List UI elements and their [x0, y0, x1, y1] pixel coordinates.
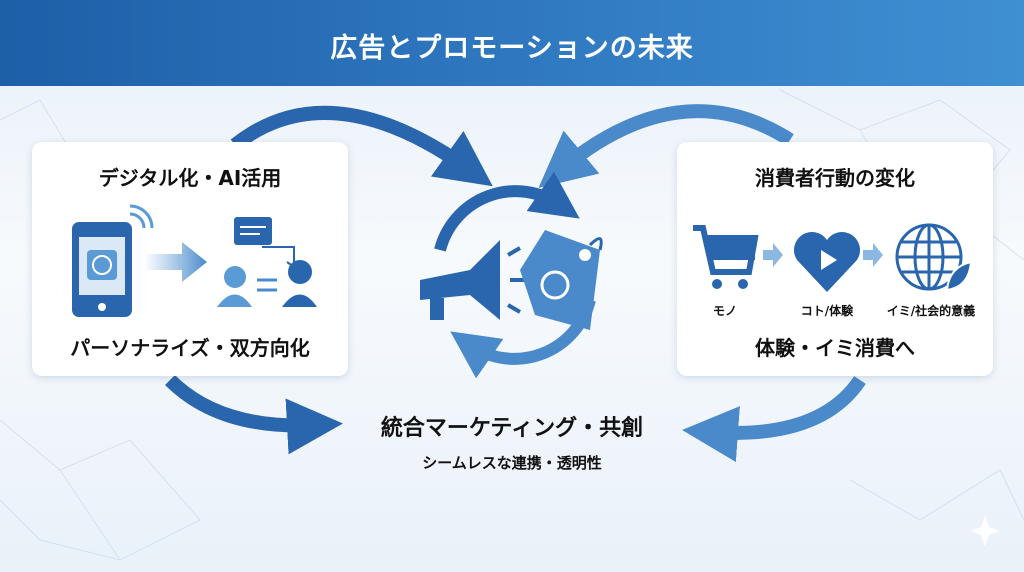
arrow-right-icon	[763, 243, 783, 267]
step-label: イミ/社会的意義	[886, 304, 976, 318]
center-title: 統合マーケティング・共創	[380, 416, 644, 441]
heart-play-icon	[793, 231, 861, 292]
arrow-bottom-left	[165, 374, 343, 455]
card-footer: 体験・イミ消費へ	[755, 336, 915, 360]
wifi-icon	[129, 204, 154, 229]
arrow-right-icon	[144, 242, 207, 282]
arrow-top-left	[230, 105, 493, 187]
price-tag-icon	[520, 230, 603, 330]
two-way-communication-icon	[217, 217, 317, 307]
card-footer: パーソナライズ・双方向化	[70, 336, 310, 360]
card-consumer-behavior: 消費者行動の変化 モノ コト/体験 イミ/社会的意義 体験・イミ消費へ	[677, 142, 993, 376]
title-bar: 広告とプロモーションの未来	[0, 0, 1024, 86]
step-label: モノ	[712, 304, 737, 318]
center-subtitle: シームレスな連携・透明性	[422, 454, 602, 472]
shopping-cart-icon	[693, 225, 759, 289]
globe-leaf-icon	[895, 223, 973, 292]
arrow-top-right	[538, 104, 794, 188]
page-title: 広告とプロモーションの未来	[330, 33, 694, 64]
card-heading: デジタル化・AI活用	[98, 166, 282, 190]
step-label: コト/体験	[800, 304, 854, 318]
smartphone-ai-icon	[72, 204, 154, 317]
card-heading: 消費者行動の変化	[755, 166, 915, 190]
card-digital-ai: デジタル化・AI活用 パーソナライズ・双方向化	[32, 142, 348, 376]
megaphone-icon	[420, 240, 524, 320]
arrow-bottom-right	[682, 375, 866, 462]
arrow-right-icon	[863, 243, 883, 267]
